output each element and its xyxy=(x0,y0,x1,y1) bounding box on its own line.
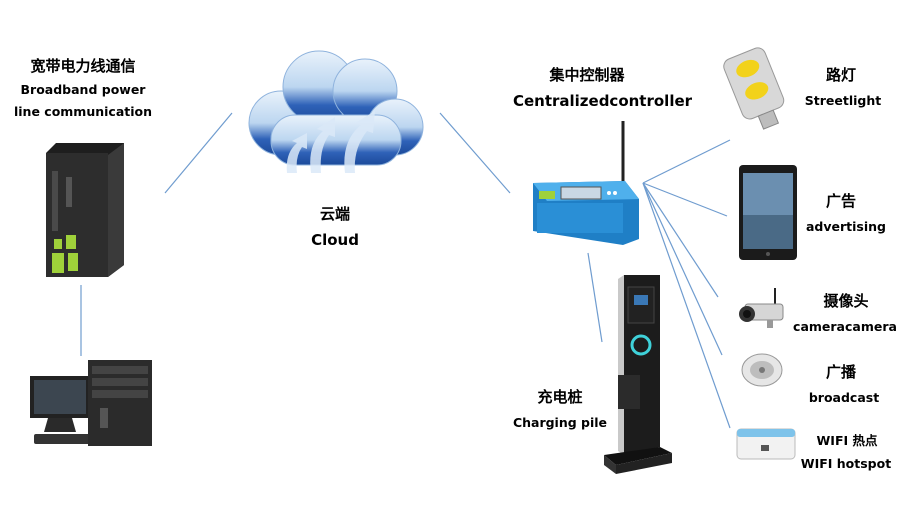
controller-icon xyxy=(527,121,643,247)
plc-label-en-line2: line communication xyxy=(13,104,153,119)
link-controller-advertising xyxy=(642,182,728,217)
cloud-label-en: Cloud xyxy=(311,231,359,249)
camera-label-en: cameracamera xyxy=(793,319,897,334)
controller-label-en: Centralizedcontroller xyxy=(512,92,693,110)
streetlight-icon xyxy=(720,45,792,133)
link-controller-broadcast xyxy=(642,182,723,356)
wifi-label-zh: WIFI 热点 xyxy=(816,433,878,448)
charging-label-en: Charging pile xyxy=(512,415,608,430)
wifi-router-icon xyxy=(735,427,797,461)
broadcast-label-zh: 广播 xyxy=(825,363,856,381)
charging-pile-icon xyxy=(604,275,672,474)
advertising-label-en: advertising xyxy=(805,219,886,234)
link-controller-camera xyxy=(642,182,719,298)
link-controller-wifi xyxy=(642,182,731,429)
link-controller-charging xyxy=(587,252,603,343)
advertising-label-zh: 广告 xyxy=(825,192,856,210)
controller-label-zh: 集中控制器 xyxy=(549,66,625,84)
link-plc-cloud xyxy=(164,112,233,194)
charging-label-zh: 充电桩 xyxy=(537,388,583,406)
cloud-label-zh: 云端 xyxy=(319,205,350,223)
link-controller-streetlight xyxy=(642,139,731,184)
cloud-icon xyxy=(241,45,425,180)
camera-label-zh: 摄像头 xyxy=(823,292,869,310)
streetlight-label-zh: 路灯 xyxy=(825,66,856,84)
plc-label-en-line1: Broadband power xyxy=(20,82,146,97)
tablet-icon xyxy=(739,165,797,260)
plc-box-icon xyxy=(46,143,124,277)
link-cloud-controller xyxy=(439,112,511,194)
wifi-label-en: WIFI hotspot xyxy=(800,456,892,471)
broadcast-label-en: broadcast xyxy=(808,390,880,405)
camera-icon xyxy=(737,288,785,330)
desktop-computer-icon xyxy=(30,360,152,448)
streetlight-label-en: Streetlight xyxy=(804,93,882,108)
speaker-icon xyxy=(741,352,783,388)
plc-label-zh: 宽带电力线通信 xyxy=(30,57,136,75)
